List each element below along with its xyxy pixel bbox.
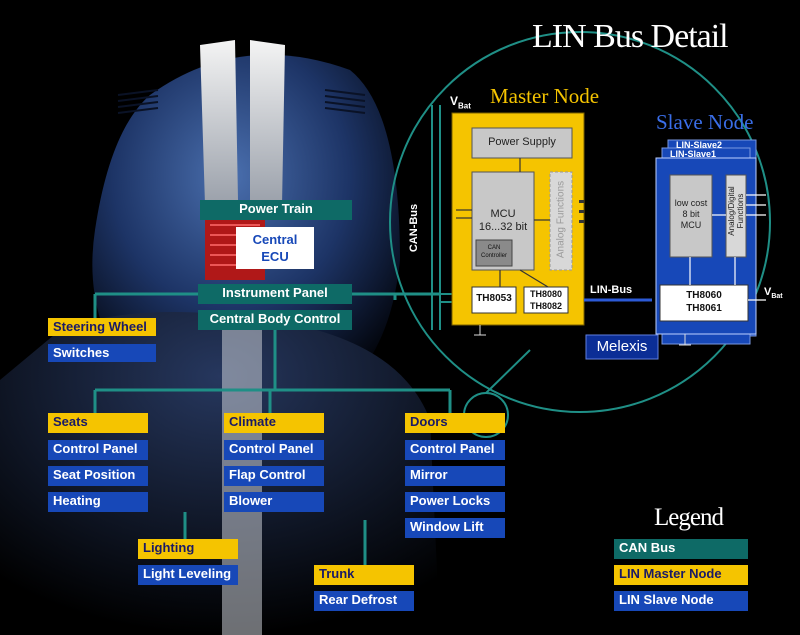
slave-vbat-label: VBat <box>764 286 783 300</box>
slave-mcu-line3: MCU <box>680 220 702 230</box>
window-lift-slave: Window Lift <box>405 518 505 538</box>
slave-vbat-sub: Bat <box>771 293 783 301</box>
legend-lin-master-node: LIN Master Node <box>614 565 748 585</box>
central-body-control-box: Central Body Control <box>198 310 352 330</box>
power-train-box: Power Train <box>200 200 352 220</box>
blower-slave: Blower <box>224 492 324 512</box>
can-controller-label: CAN Controller <box>476 244 512 260</box>
analog-digital-line1: Analog/Digital <box>727 186 736 236</box>
lin-bus-detail-title: LIN Bus Detail <box>532 18 729 55</box>
trunk-master: Trunk <box>314 565 414 585</box>
vbat-v: V <box>450 94 459 108</box>
steering-wheel-master: Steering Wheel <box>48 318 156 336</box>
th8053-block <box>471 286 517 314</box>
doors-master: Doors <box>405 413 505 433</box>
flap-control-slave: Flap Control <box>224 466 324 486</box>
master-node-label: Master Node <box>490 84 600 108</box>
mirror-slave: Mirror <box>405 466 505 486</box>
analog-digital-line2: Functions <box>736 193 745 229</box>
heating-slave: Heating <box>48 492 148 512</box>
legend-can-bus: CAN Bus <box>614 539 748 559</box>
th8080-line1: TH8080 <box>529 289 563 299</box>
central-ecu-line2: ECU <box>261 249 289 264</box>
seats-control-panel-slave: Control Panel <box>48 440 148 460</box>
legend-lin-slave-node: LIN Slave Node <box>614 591 748 611</box>
th8080-label: TH8080 TH8082 <box>524 288 568 312</box>
central-ecu-box: Central ECU <box>236 227 314 269</box>
lin-slave2-label: LIN-Slave2 <box>676 140 723 150</box>
instrument-panel-box: Instrument Panel <box>198 284 352 304</box>
slave-vbat-v: V <box>764 286 772 298</box>
hood-vent-right <box>324 89 366 114</box>
slave-mcu-label: low cost 8 bit MCU <box>670 198 712 231</box>
slave-analog-block <box>725 174 747 258</box>
analog-functions-block <box>549 171 573 271</box>
seat-position-slave: Seat Position <box>48 466 148 486</box>
th8080-line2: TH8082 <box>529 301 563 311</box>
slave-mcu-block <box>669 174 713 258</box>
lin-bus-label: LIN-Bus <box>590 284 633 296</box>
vbat-sub: Bat <box>458 101 471 111</box>
doors-control-panel-slave: Control Panel <box>405 440 505 460</box>
power-supply-label: Power Supply <box>488 136 556 148</box>
slave-node-label: Slave Node <box>656 110 754 134</box>
analog-digital-label: Analog/Digital Functions <box>727 171 745 251</box>
th8060-block <box>659 284 749 322</box>
lin-slave1-label: LIN-Slave1 <box>670 149 717 159</box>
racing-stripe-right <box>250 40 285 205</box>
analog-functions-label: Analog Functions <box>555 180 567 259</box>
mcu-label: MCU 16...32 bit <box>472 208 534 234</box>
legend-title: Legend <box>654 504 724 531</box>
climate-master: Climate <box>224 413 324 433</box>
switches-slave: Switches <box>48 344 156 362</box>
vbat-label: VBat <box>450 94 471 110</box>
can-controller-line2: Controller <box>480 253 507 259</box>
central-ecu-line1: Central <box>252 232 298 247</box>
mcu-line1: MCU <box>490 208 516 220</box>
melexis-logo: Melexis <box>596 338 648 355</box>
light-leveling-slave: Light Leveling <box>138 565 238 585</box>
th8060-line2: TH8061 <box>686 303 722 314</box>
seats-master: Seats <box>48 413 148 433</box>
slave-mcu-line1: low cost <box>674 198 708 208</box>
melexis-logo-box <box>585 334 659 360</box>
slave-mcu-line2: 8 bit <box>682 209 700 219</box>
lighting-master: Lighting <box>138 539 238 559</box>
mcu-line2: 16...32 bit <box>478 221 528 233</box>
racing-stripe-left <box>200 40 238 205</box>
rear-defrost-slave: Rear Defrost <box>314 591 414 611</box>
can-bus-label: CAN-Bus <box>408 203 421 253</box>
hood-vent-left <box>117 89 159 114</box>
car-lower-body <box>0 312 440 635</box>
th8060-line1: TH8060 <box>686 290 722 301</box>
th8080-block <box>523 286 569 314</box>
power-locks-slave: Power Locks <box>405 492 505 512</box>
zoom-circle <box>389 31 771 413</box>
th8060-label: TH8060 TH8061 <box>660 289 748 315</box>
can-controller-block <box>475 239 513 267</box>
power-supply-block <box>471 127 573 159</box>
can-controller-line1: CAN <box>487 245 501 251</box>
th8053-label: TH8053 <box>476 293 512 304</box>
climate-control-panel-slave: Control Panel <box>224 440 324 460</box>
